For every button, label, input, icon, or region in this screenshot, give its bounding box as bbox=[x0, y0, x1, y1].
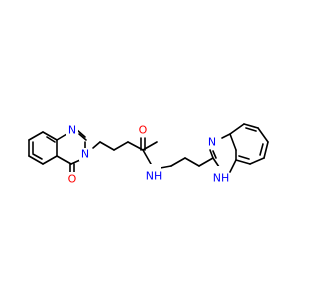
bond bbox=[243, 123, 259, 129]
bond bbox=[92, 141, 101, 149]
bond bbox=[32, 153, 43, 160]
bond bbox=[42, 131, 58, 141]
bond bbox=[184, 157, 200, 167]
bond bbox=[229, 159, 237, 173]
bond bbox=[245, 127, 257, 132]
atom-text: NH bbox=[146, 170, 163, 183]
atom-label-imidazole-nh: NH bbox=[213, 166, 230, 188]
bond bbox=[257, 127, 269, 143]
bond bbox=[229, 123, 245, 135]
atom-text: N bbox=[208, 136, 216, 149]
atom-text: NH bbox=[213, 172, 230, 185]
bond bbox=[249, 157, 265, 165]
bond bbox=[209, 149, 214, 159]
bond bbox=[28, 131, 44, 141]
atom-label-o-ring: O bbox=[66, 172, 78, 186]
bond bbox=[212, 157, 220, 168]
atom-text: N bbox=[81, 148, 89, 161]
molecule-structure: N N O O NH N NH bbox=[28, 123, 269, 188]
bond bbox=[70, 159, 81, 165]
bond bbox=[212, 150, 217, 159]
atom-text: O bbox=[139, 124, 148, 137]
bond bbox=[42, 155, 58, 165]
atom-text: O bbox=[68, 173, 77, 186]
bond bbox=[28, 155, 44, 165]
bond bbox=[238, 155, 250, 160]
bond bbox=[235, 159, 251, 165]
atom-label-imidazole-n: N bbox=[206, 136, 218, 149]
bond bbox=[99, 141, 115, 151]
bond bbox=[78, 133, 87, 141]
atom-label-n1: N bbox=[66, 124, 78, 137]
bond bbox=[159, 165, 172, 169]
bond bbox=[170, 157, 186, 167]
bond bbox=[142, 149, 152, 165]
bond bbox=[263, 141, 269, 159]
bond-layer bbox=[28, 123, 269, 173]
atom-label-o-amide: O bbox=[137, 124, 149, 137]
bond bbox=[259, 143, 264, 156]
atom-labels: N N O O NH N NH bbox=[66, 124, 230, 188]
atom-label-n3: N bbox=[79, 148, 91, 161]
bond bbox=[113, 141, 129, 151]
bond bbox=[229, 133, 237, 151]
bond bbox=[56, 155, 72, 165]
bond bbox=[198, 157, 214, 167]
bond bbox=[76, 129, 86, 138]
atom-text: N bbox=[68, 124, 76, 137]
bond bbox=[56, 133, 68, 141]
bond bbox=[221, 133, 231, 139]
atom-label-amide-nh: NH bbox=[146, 164, 163, 186]
bond bbox=[46, 136, 56, 143]
